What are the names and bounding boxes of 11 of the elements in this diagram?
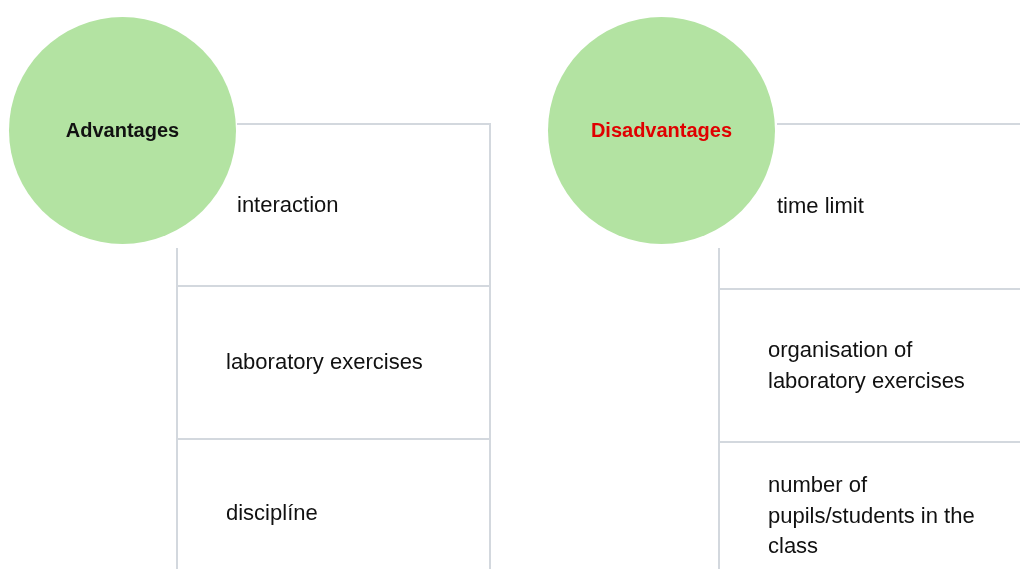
item-text: organisation of laboratory exercises	[768, 335, 966, 395]
item-text: disciplíne	[226, 498, 318, 527]
item-text: number of pupils/students in the class	[768, 470, 976, 561]
heading-text: Advantages	[65, 119, 180, 142]
list-cell	[237, 123, 491, 287]
item-text: time limit	[777, 192, 864, 221]
list-cell	[176, 438, 491, 569]
heading-text: Disadvantages	[590, 119, 733, 142]
list-cell	[176, 285, 491, 440]
item-text: laboratory exercises	[226, 348, 423, 377]
item-text: interaction	[237, 190, 339, 219]
